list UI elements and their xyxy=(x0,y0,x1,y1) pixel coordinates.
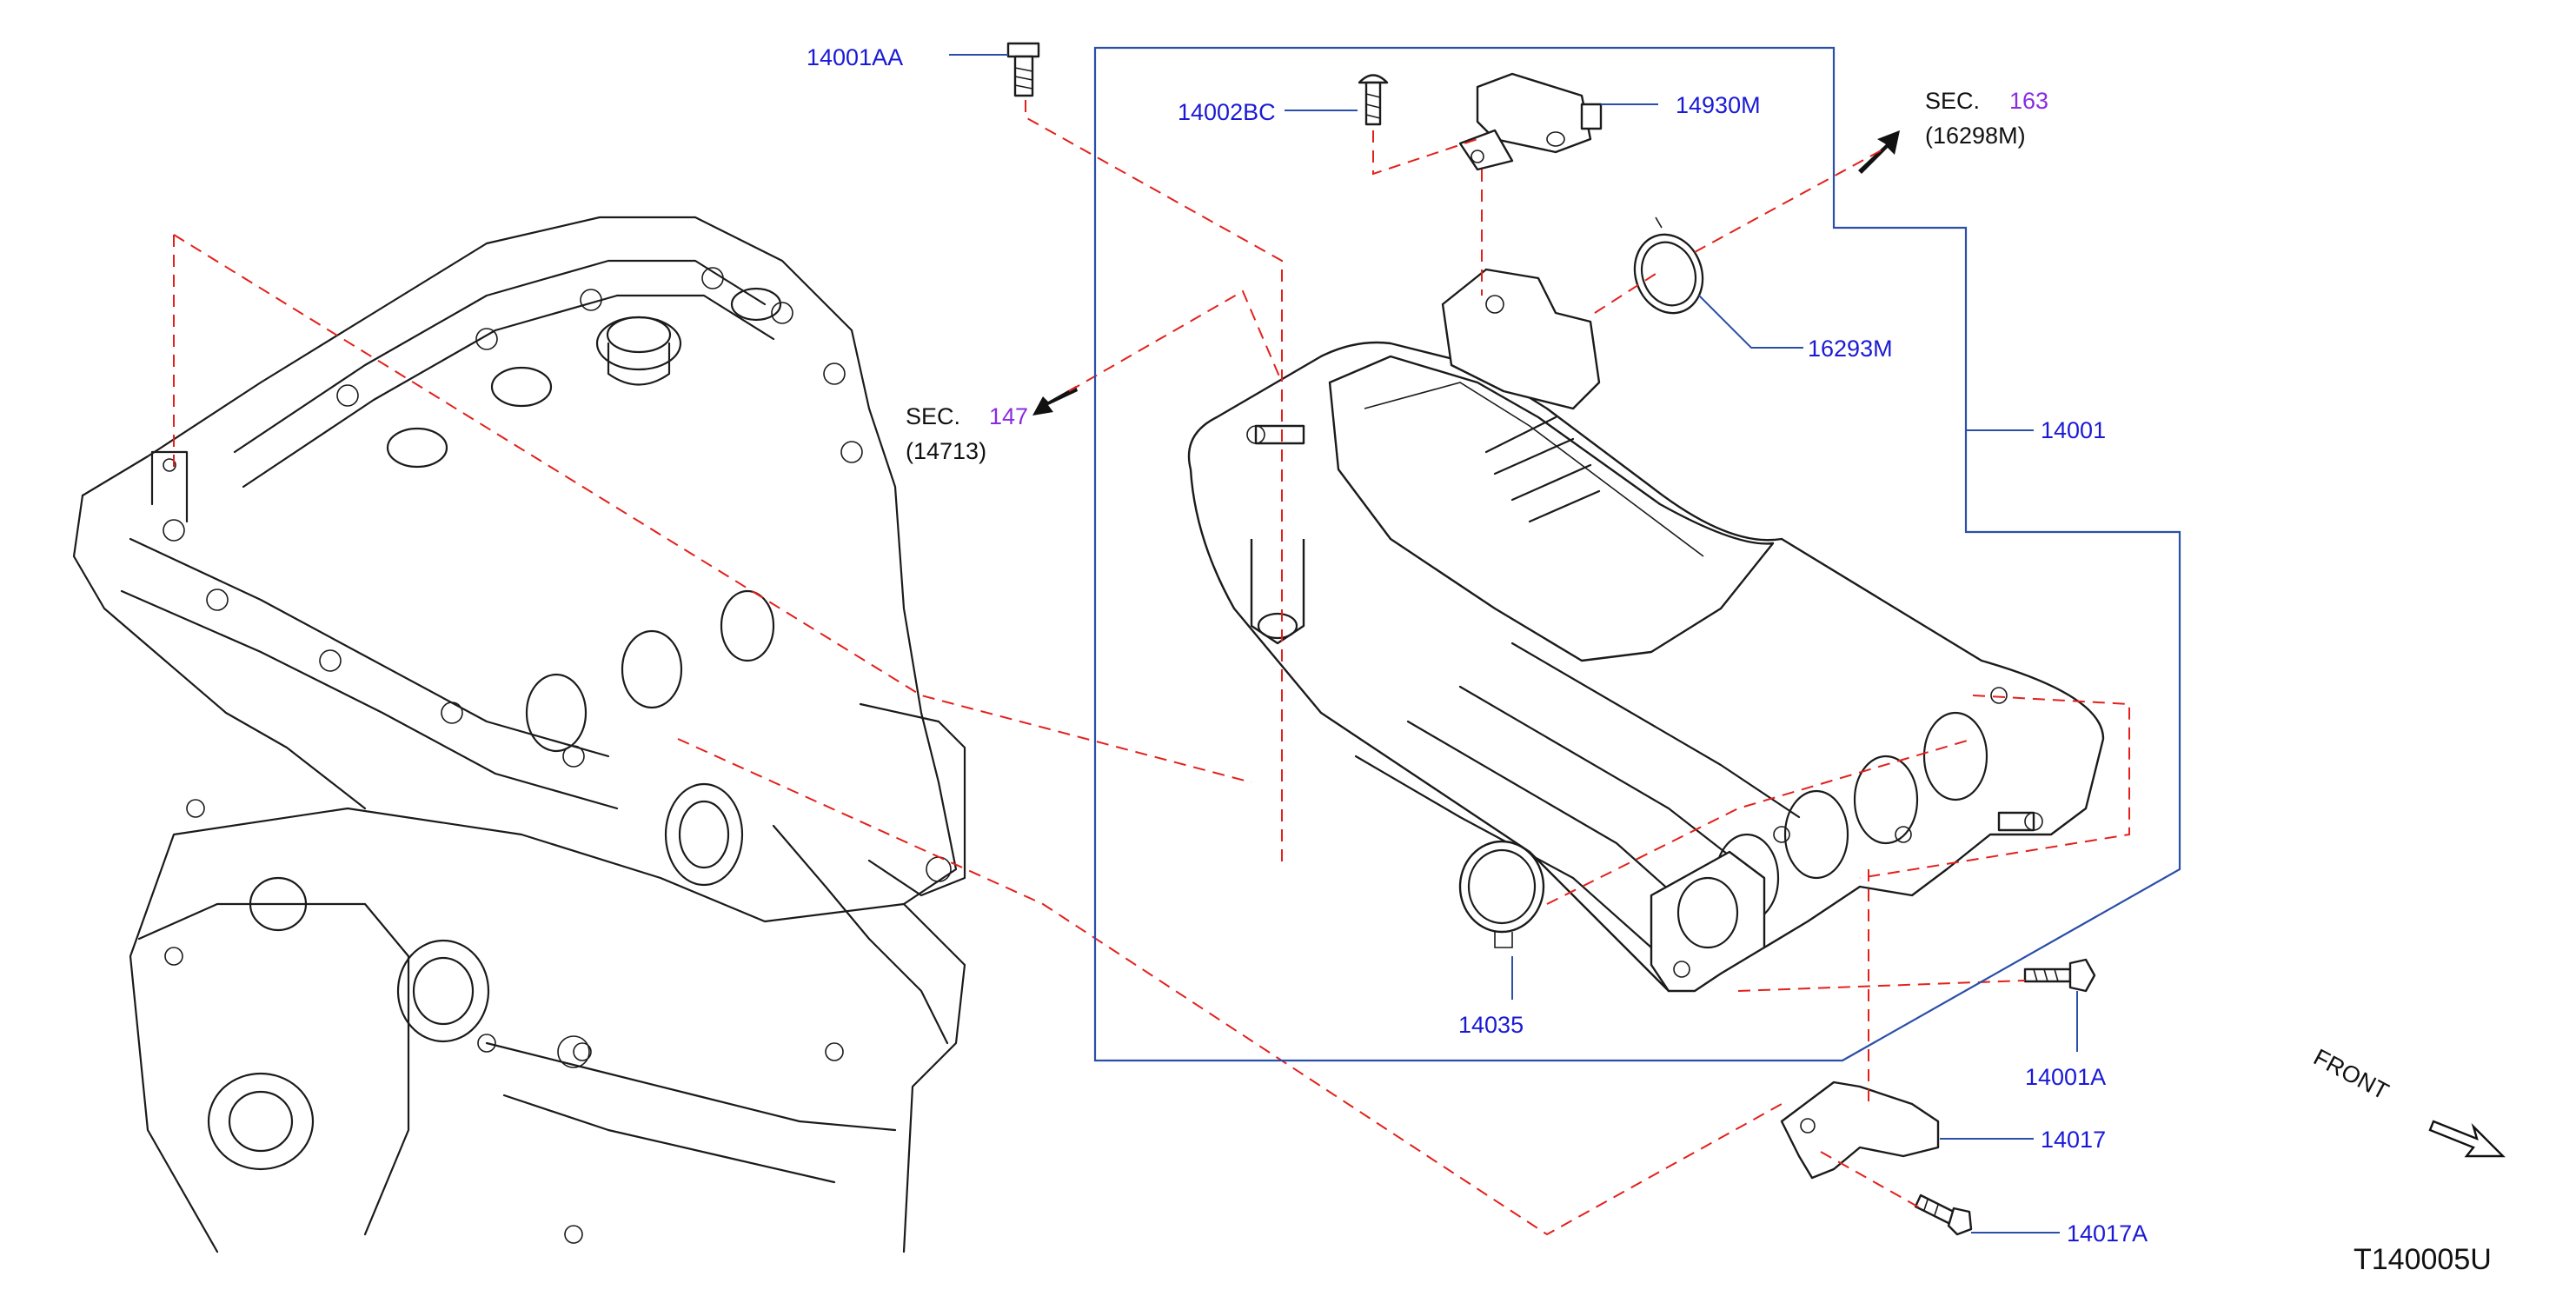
engine-block-drawing xyxy=(72,216,966,1253)
section-ref-163: SEC. 163 (16298M) xyxy=(1925,88,2048,149)
sec-163-prefix: SEC. xyxy=(1925,88,1980,114)
label-14017a: 14017A xyxy=(2067,1220,2148,1247)
assembly-group-outline xyxy=(1093,46,2181,1062)
screw-14002bc-icon xyxy=(1358,74,1389,126)
label-14001: 14001 xyxy=(2041,417,2106,443)
front-arrow-icon xyxy=(2428,1120,2506,1158)
bolt-14017a-icon xyxy=(1914,1194,1973,1236)
gasket-14035-icon xyxy=(1458,840,1545,948)
assembly-dashed-lines xyxy=(173,100,2130,1236)
label-14002bc: 14002BC xyxy=(1178,99,1276,125)
label-14001a: 14001A xyxy=(2025,1064,2106,1090)
bolt-14001a-icon xyxy=(2023,958,2096,993)
sec-147-prefix: SEC. xyxy=(906,403,960,429)
sensor-14930m-icon xyxy=(1458,72,1603,171)
diagram-code: T140005U xyxy=(2354,1243,2492,1276)
sec-147-number: 147 xyxy=(989,403,1028,429)
section-ref-147: SEC. 147 (14713) xyxy=(906,403,1028,464)
sec-163-sub: (16298M) xyxy=(1925,123,2026,149)
intake-manifold-drawing xyxy=(1187,268,2105,993)
label-14930m: 14930M xyxy=(1676,92,1761,118)
leader-lines xyxy=(949,54,2078,1233)
label-14001aa: 14001AA xyxy=(807,44,903,70)
label-14017: 14017 xyxy=(2041,1127,2106,1153)
bracket-14017-icon xyxy=(1780,1081,1940,1180)
sec-163-number: 163 xyxy=(2009,88,2048,114)
sec-147-arrow-icon xyxy=(1032,386,1078,416)
sec-147-sub: (14713) xyxy=(906,438,986,464)
front-label: FRONT xyxy=(2309,1044,2393,1105)
label-14035: 14035 xyxy=(1458,1012,1524,1038)
o-ring-16293m-icon xyxy=(1633,216,1704,315)
bolt-14001aa-icon xyxy=(1006,42,1040,97)
label-16293m: 16293M xyxy=(1808,336,1893,362)
